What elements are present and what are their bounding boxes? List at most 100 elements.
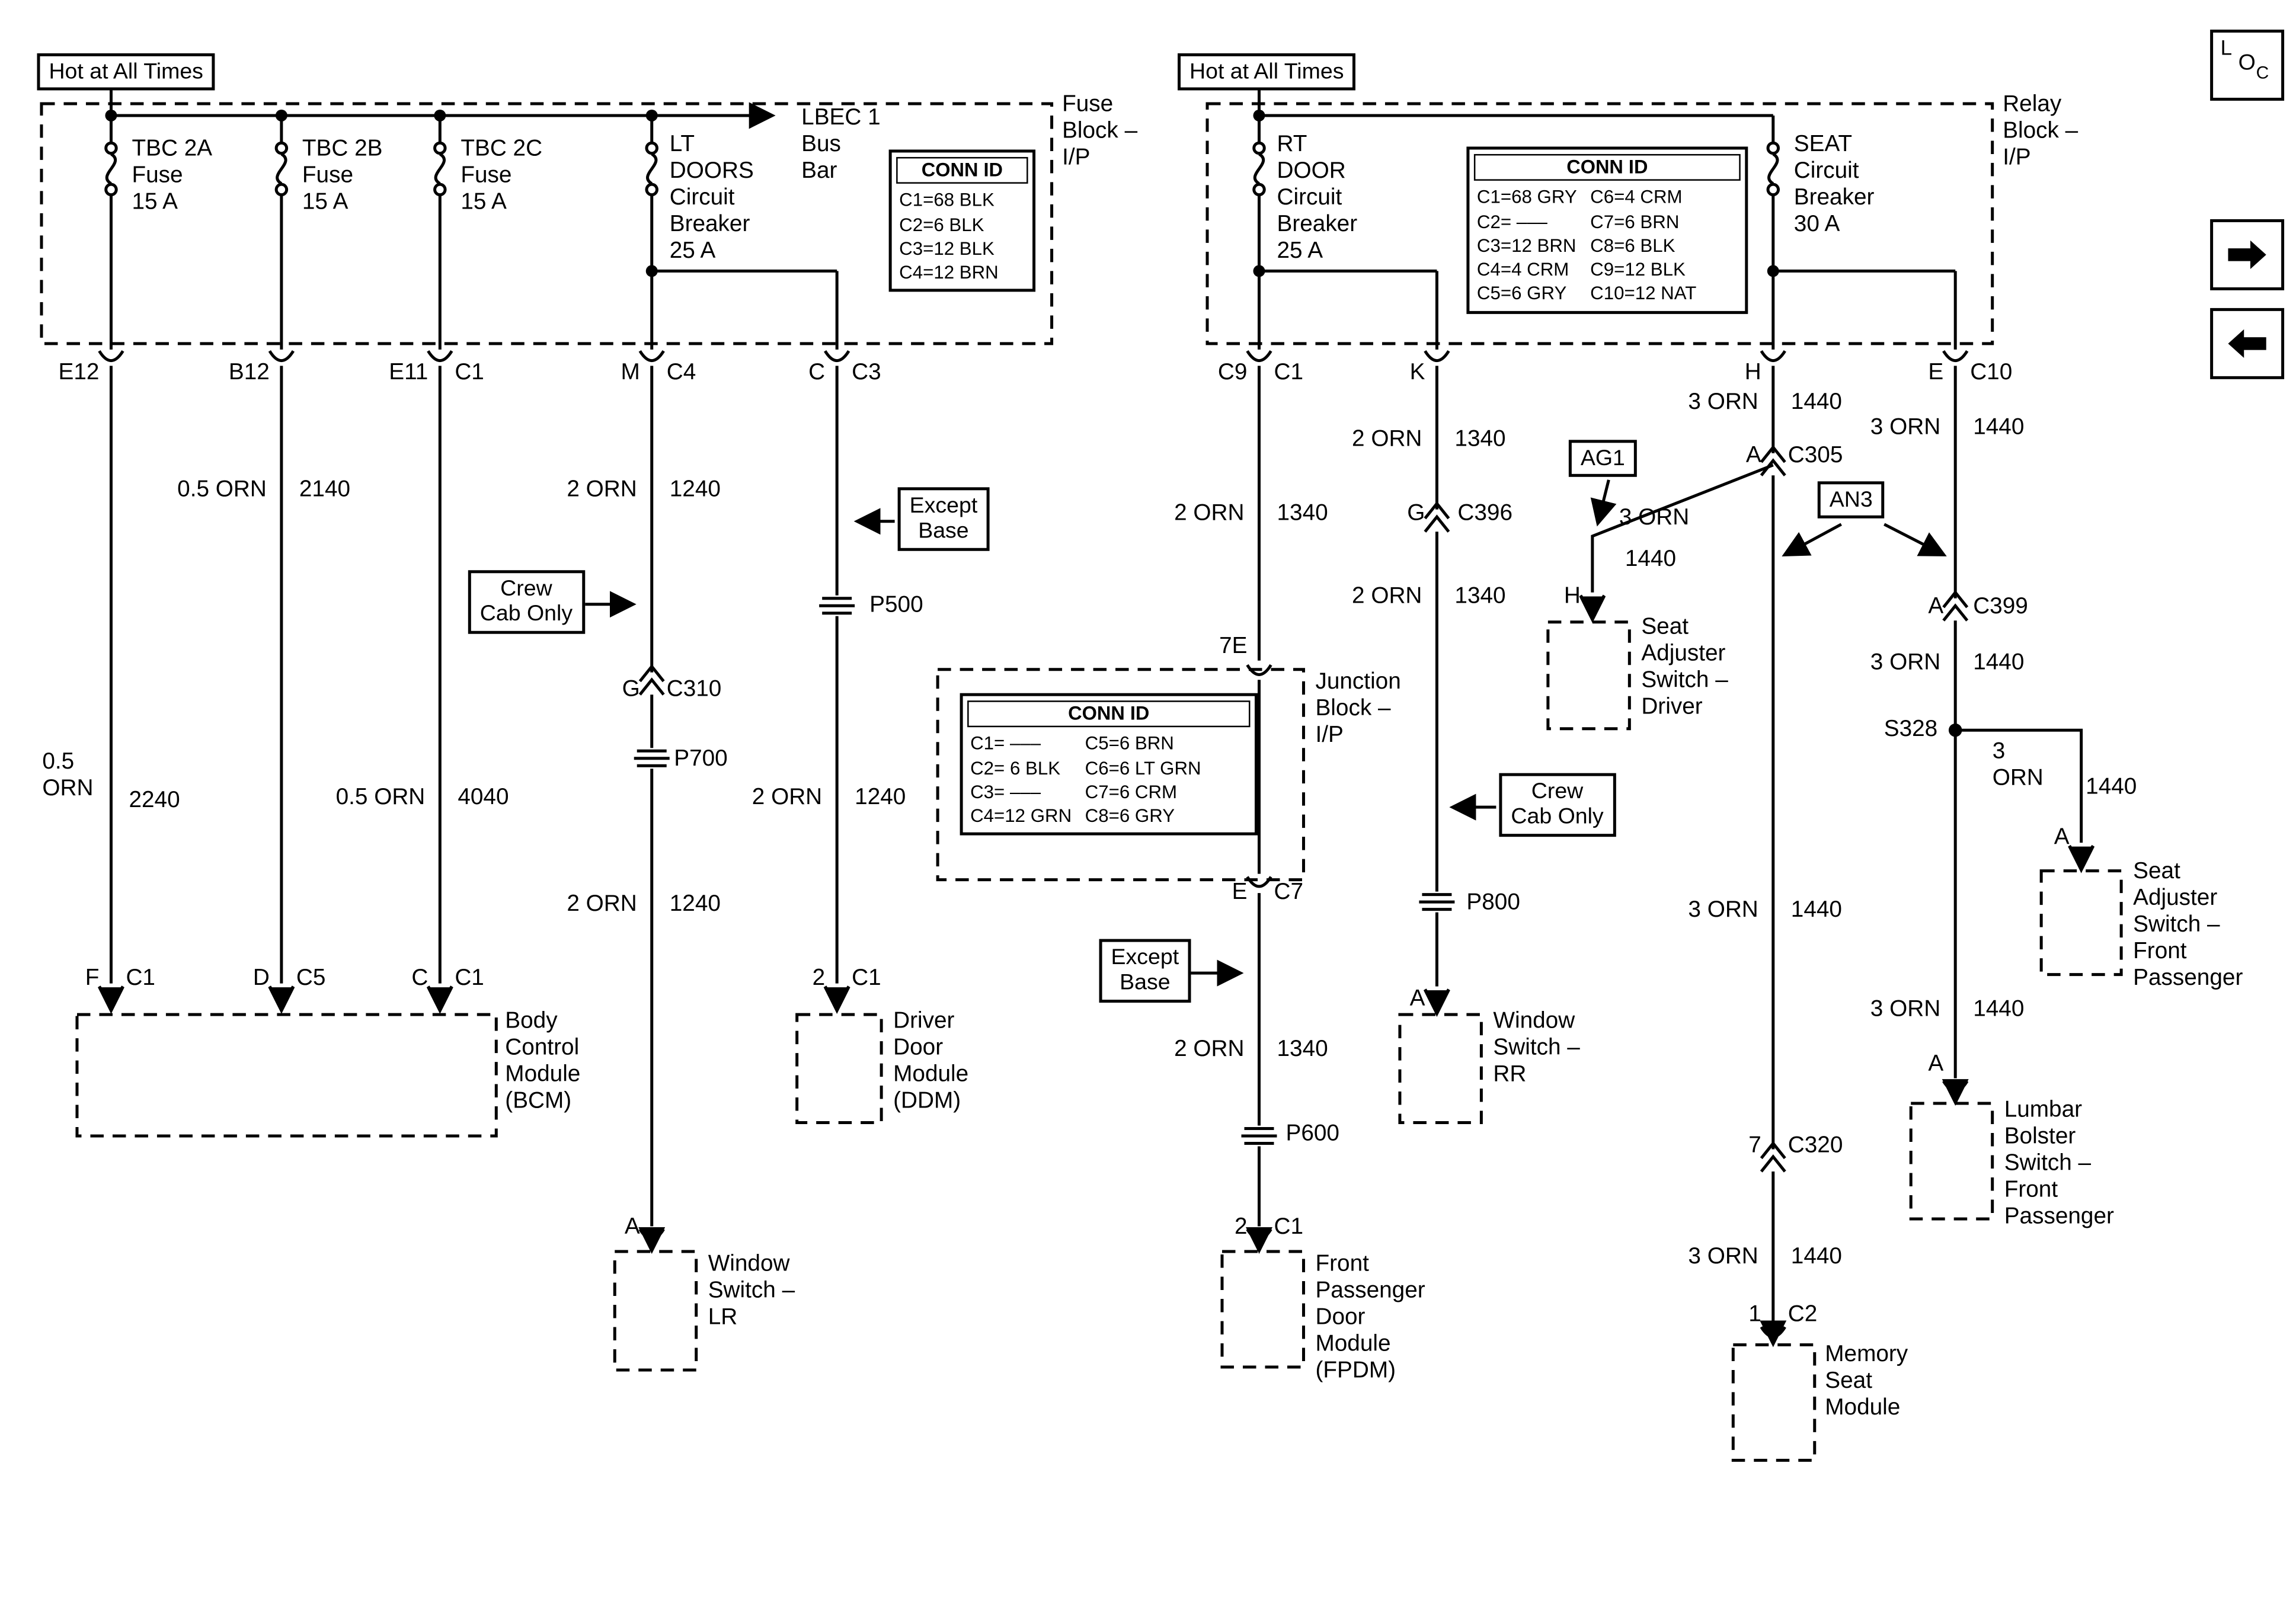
splice-p600: P600	[1285, 1121, 1339, 1147]
lumbar-bolster-label: Lumbar Bolster Switch – Front Passenger	[2004, 1097, 2114, 1230]
conn-c320: C320	[1787, 1133, 1843, 1158]
wire-c9b-circuit: 1340	[1277, 1036, 1328, 1062]
relay-block-name: Relay Block – I/P	[2003, 91, 2078, 171]
crew-cab-only-note-left: Crew Cab Only	[468, 570, 585, 633]
junction-block-box	[936, 668, 1305, 882]
conn-c396: C396	[1457, 500, 1513, 526]
junction-block-conn-id-table: CONN ID C1= ––– C2= 6 BLK C3= ––– C4=12 …	[960, 693, 1258, 836]
conn-c3: C3	[852, 360, 881, 385]
pin-e12: E12	[58, 360, 100, 385]
pin-k: K	[1409, 360, 1425, 385]
loc-letter-o: O	[2238, 50, 2256, 76]
relay-block-conn-id-table: CONN ID C1=68 GRY C2= ––– C3=12 BRN C4=4…	[1466, 146, 1748, 313]
fuse-terminals	[104, 141, 1780, 197]
wire-1240c-circuit: 1240	[669, 891, 721, 917]
wire-h1-size: 3 ORN	[1688, 389, 1758, 415]
wire-k1-size: 2 ORN	[1352, 426, 1422, 452]
pin-e: E	[1928, 360, 1944, 385]
window-switch-rr-label: Window Switch – RR	[1493, 1009, 1580, 1087]
pin-e11: E11	[389, 360, 428, 385]
fuse-block-conn-id-table: CONN ID C1=68 BLK C2=6 BLK C3=12 BLK C4=…	[888, 149, 1036, 293]
pin-c: C	[808, 360, 826, 385]
conn-c4: C4	[666, 360, 696, 385]
wire-2240-size: 0.5 ORN	[42, 749, 94, 802]
wire-k1-circuit: 1340	[1454, 426, 1506, 452]
wire-h3-circuit: 1440	[1790, 1244, 1842, 1269]
wire-e1-size: 3 ORN	[1870, 414, 1941, 440]
wire-h1-circuit: 1440	[1790, 389, 1842, 415]
pin-c-bcm: C	[411, 965, 428, 991]
conn-id-col1: C1=68 GRY C2= ––– C3=12 BRN C4=4 CRM C5=…	[1476, 187, 1577, 305]
forward-button[interactable]	[2210, 219, 2285, 290]
lumbar-bolster-box	[1909, 1102, 1994, 1221]
wire-e3-size: 3 ORN	[1870, 997, 1941, 1022]
window-switch-lr-box	[613, 1250, 698, 1372]
pin-b12: B12	[228, 360, 270, 385]
pin-2-ddm: 2	[812, 965, 826, 991]
fuse-tbc2b-label: TBC 2B Fuse 15 A	[302, 136, 383, 215]
loc-letter-c: C	[2256, 62, 2269, 83]
pin-m: M	[621, 360, 640, 385]
arrow-right-icon	[2228, 240, 2266, 269]
except-base-note-right: Except Base	[1099, 939, 1191, 1002]
wire-c9a-circuit: 1340	[1277, 500, 1328, 526]
wire-1240c-size: 2 ORN	[567, 891, 637, 917]
pin-1: 1	[1748, 1301, 1761, 1327]
window-switch-rr-box	[1398, 1013, 1483, 1125]
hot-at-all-times-right: Hot at All Times	[1178, 53, 1356, 91]
conn-id-col1: C1= ––– C2= 6 BLK C3= ––– C4=12 GRN	[970, 733, 1072, 827]
conn-id-col2: C5=6 BRN C6=6 LT GRN C7=6 CRM C8=6 GRY	[1085, 733, 1201, 827]
wire-h2-circuit: 1440	[1790, 897, 1842, 923]
pin-d: D	[252, 965, 270, 991]
wire-h2-size: 3 ORN	[1688, 897, 1758, 923]
rt-door-breaker-label: RT DOOR Circuit Breaker 25 A	[1277, 132, 1358, 264]
pin-a-wslr: A	[624, 1214, 640, 1240]
junction-dots	[105, 109, 1962, 737]
pin-c9: C9	[1217, 360, 1248, 385]
fuse-block-box	[40, 102, 1054, 345]
conn-d-c5: C5	[296, 965, 326, 991]
conn-c1: C1	[455, 360, 484, 385]
crew-cab-only-note-right: Crew Cab Only	[1499, 773, 1616, 836]
loc-button[interactable]: L O C	[2210, 29, 2285, 101]
wire-1240b-circuit: 1240	[855, 785, 906, 811]
pin-a-c305: A	[1745, 443, 1761, 468]
pin-a-lumbar: A	[1928, 1051, 1944, 1077]
conn-c10: C10	[1970, 360, 2013, 385]
conn-f-c1: C1	[126, 965, 156, 991]
conn-c7: C7	[1274, 879, 1304, 905]
wire-e1-circuit: 1440	[1973, 414, 2025, 440]
wire-c9b-size: 2 ORN	[1174, 1036, 1245, 1062]
conn-id-title: CONN ID	[1473, 153, 1741, 181]
seat-adjuster-driver-label: Seat Adjuster Switch – Driver	[1641, 614, 1728, 720]
an3-note: AN3	[1817, 481, 1885, 519]
bcm-label: Body Control Module (BCM)	[505, 1009, 581, 1114]
wire-e2-circuit: 1440	[1973, 650, 2025, 676]
wire-branch-circuit: 1440	[2086, 774, 2137, 800]
wire-4040-circuit: 4040	[458, 785, 509, 811]
conn-c-c1: C1	[455, 965, 484, 991]
pin-7: 7	[1748, 1133, 1761, 1158]
conn-c9-c1: C1	[1274, 360, 1304, 385]
wire-e2-size: 3 ORN	[1870, 650, 1941, 676]
splice-p500: P500	[869, 592, 923, 618]
wire-2240-circuit: 2240	[129, 788, 180, 814]
memory-seat-module-label: Memory Seat Module	[1825, 1342, 1908, 1420]
wire-c9a-size: 2 ORN	[1174, 500, 1245, 526]
seat-adjuster-front-passenger-box	[2039, 869, 2123, 977]
pin-h: H	[1744, 360, 1761, 385]
lbec1-busbar-label: LBEC 1 Bus Bar	[801, 105, 881, 184]
wire-1240a-circuit: 1240	[669, 476, 721, 502]
wire-2140-size: 0.5 ORN	[177, 476, 267, 502]
ddm-label: Driver Door Module (DDM)	[893, 1009, 969, 1114]
hot-at-all-times-left: Hot at All Times	[37, 53, 215, 91]
conn-id-col2: C6=4 CRM C7=6 BRN C8=6 BLK C9=12 BLK C10…	[1590, 187, 1697, 305]
pin-g: G	[622, 677, 640, 702]
back-button[interactable]	[2210, 308, 2285, 379]
wire-diag-circuit: 1440	[1625, 546, 1677, 572]
fpdm-label: Front Passenger Door Module (FPDM)	[1315, 1251, 1425, 1384]
pin-2-fpdm: 2	[1234, 1214, 1248, 1240]
lt-doors-breaker-label: LT DOORS Circuit Breaker 25 A	[669, 132, 754, 264]
fuse-block-name: Fuse Block – I/P	[1062, 91, 1138, 171]
